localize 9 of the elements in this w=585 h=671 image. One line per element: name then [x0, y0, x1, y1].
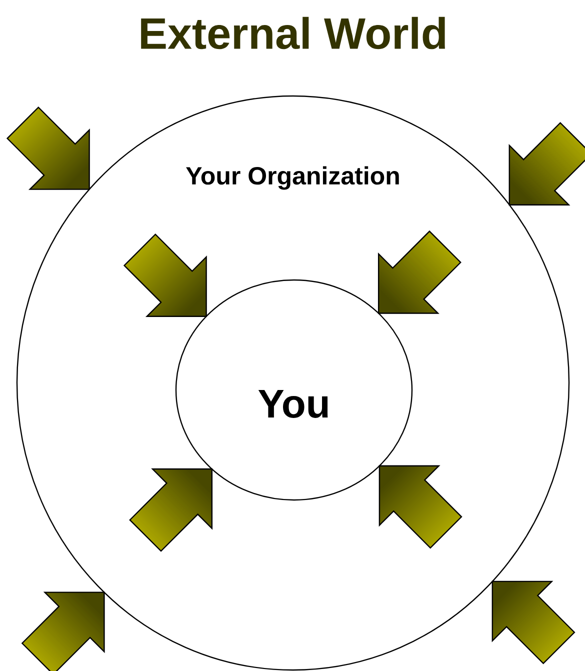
block-arrow — [378, 465, 462, 549]
block-arrow — [21, 592, 105, 671]
title: External World — [141, 16, 445, 50]
block-arrow — [6, 106, 90, 190]
block-arrow — [129, 468, 213, 552]
block-arrow — [492, 580, 576, 664]
block-arrow — [123, 234, 207, 317]
block-arrow — [508, 122, 585, 206]
block-arrow — [378, 230, 462, 314]
